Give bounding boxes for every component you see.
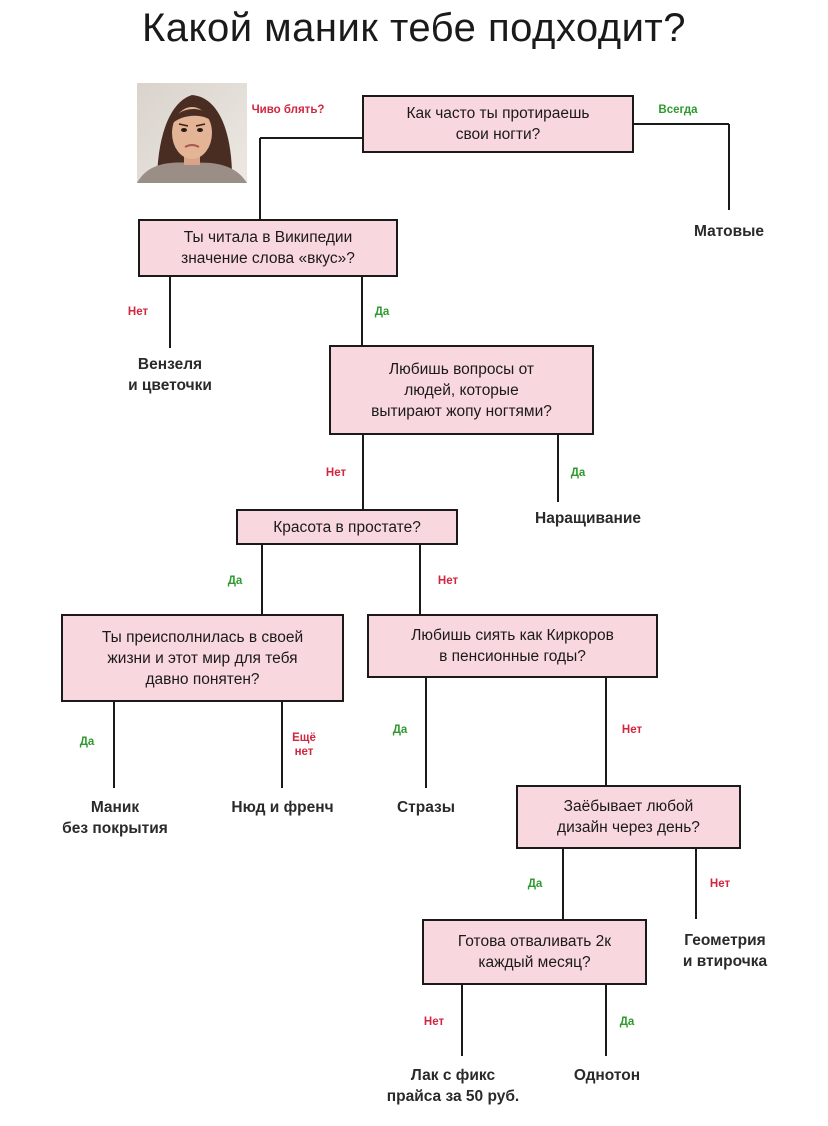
label-q6-yes: Да <box>392 724 408 736</box>
answer-extension: Наращивание <box>535 510 641 527</box>
answer-nude-french: Нюд и френч <box>231 799 334 816</box>
label-q3-yes: Да <box>570 467 586 479</box>
label-q8-yes: Да <box>619 1016 635 1028</box>
label-q6-no: Нет <box>621 724 643 736</box>
label-q3-no: Нет <box>325 467 347 479</box>
answer-matte: Матовые <box>694 223 764 240</box>
woman-confused-face-icon <box>137 83 247 183</box>
label-q2-yes: Да <box>374 306 390 318</box>
question-q4: Красота в простате? <box>236 509 458 545</box>
label-q8-no: Нет <box>423 1016 445 1028</box>
label-q7-yes: Да <box>527 878 543 890</box>
answer-rhinestones: Стразы <box>396 799 455 816</box>
answer-solid: Однотон <box>573 1067 641 1084</box>
label-q7-no: Нет <box>709 878 731 890</box>
label-q4-yes: Да <box>227 575 243 587</box>
label-q2-no: Нет <box>127 306 149 318</box>
label-q1-left: Чиво блять? <box>251 104 325 116</box>
page-title: Какой маник тебе подходит? <box>141 6 686 50</box>
label-q4-no: Нет <box>437 575 459 587</box>
label-q1-right: Всегда <box>658 104 698 116</box>
label-q5-yes: Да <box>79 736 95 748</box>
